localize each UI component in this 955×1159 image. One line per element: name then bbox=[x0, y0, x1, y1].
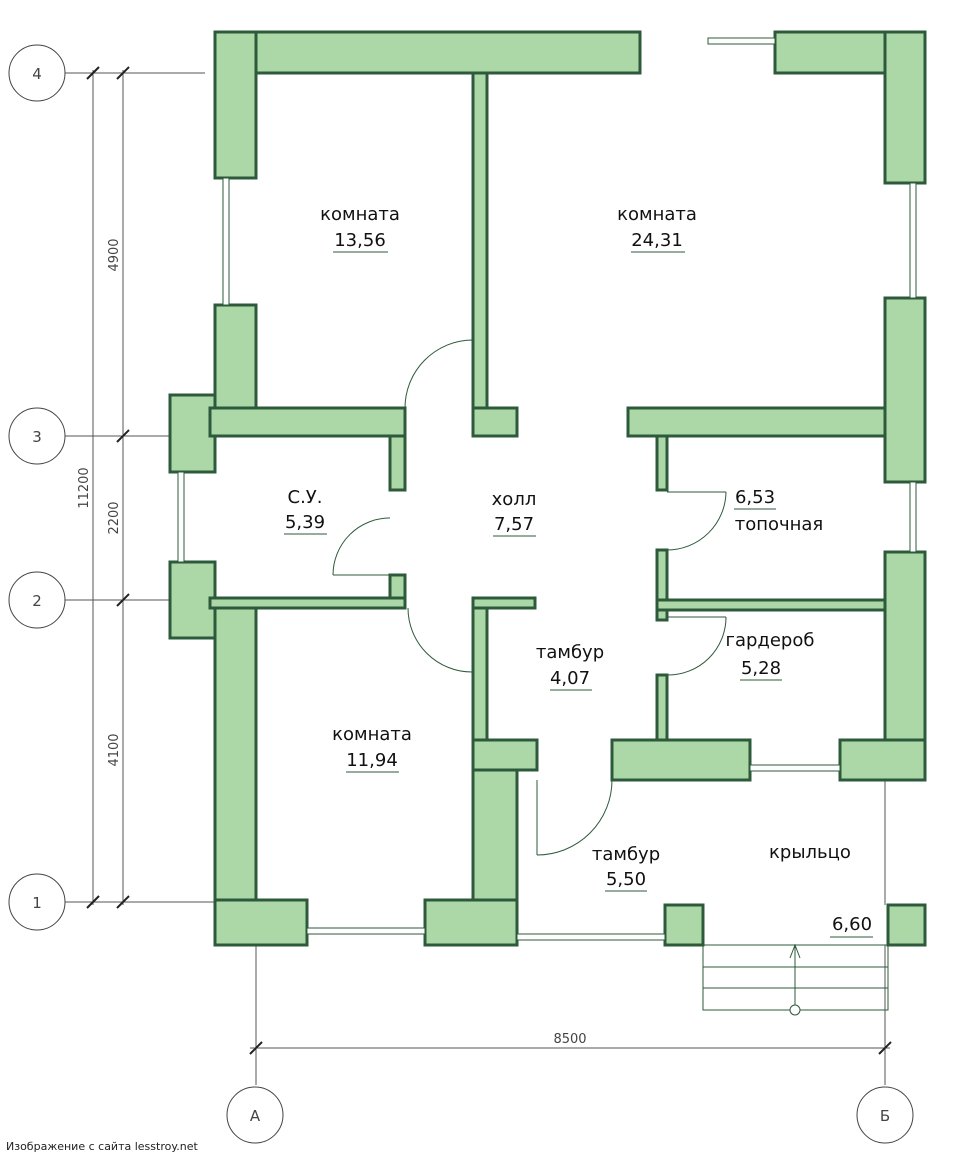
room-name: комната bbox=[617, 204, 697, 225]
room-name: топочная bbox=[735, 514, 824, 535]
dim-2200: 2200 bbox=[107, 501, 122, 534]
room-area: 5,50 bbox=[606, 869, 646, 890]
porch-stairs bbox=[702, 943, 889, 1016]
dimensions: 4900 2200 4100 11200 8500 bbox=[77, 238, 587, 1047]
axis-lines bbox=[65, 70, 890, 1085]
walls bbox=[168, 30, 927, 947]
room-name: С.У. bbox=[288, 487, 323, 508]
dim-11200: 11200 bbox=[77, 467, 92, 508]
room-name: комната bbox=[332, 724, 412, 745]
room-area: 6,53 bbox=[735, 487, 775, 508]
axis-markers: 4 3 2 1 А Б bbox=[8, 44, 914, 1144]
room-labels: комната 13,56 комната 24,31 С.У. 5,39 хо… bbox=[284, 204, 873, 938]
watermark: Изображение с сайта lesstroy.net bbox=[6, 1140, 198, 1153]
room-name: тамбур bbox=[592, 844, 660, 865]
room-area: 11,94 bbox=[346, 750, 398, 771]
dim-4100: 4100 bbox=[107, 733, 122, 766]
room-area: 13,56 bbox=[334, 230, 386, 251]
room-name: крыльцо bbox=[769, 842, 851, 863]
dim-8500: 8500 bbox=[553, 1032, 586, 1047]
room-area: 5,39 bbox=[285, 512, 325, 533]
room-name: гардероб bbox=[726, 630, 815, 651]
doors bbox=[332, 339, 727, 856]
axis-2: 2 bbox=[32, 592, 42, 610]
dim-4900: 4900 bbox=[107, 238, 122, 271]
room-area: 5,28 bbox=[741, 658, 781, 679]
axis-b: Б bbox=[880, 1107, 890, 1125]
axis-a: А bbox=[250, 1107, 261, 1125]
axis-1: 1 bbox=[32, 894, 42, 912]
windows bbox=[177, 37, 917, 941]
room-area: 24,31 bbox=[631, 230, 683, 251]
dimension-ticks bbox=[86, 66, 892, 1055]
axis-4: 4 bbox=[32, 65, 42, 83]
room-name: тамбур bbox=[536, 642, 604, 663]
room-name: комната bbox=[320, 204, 400, 225]
room-name: холл bbox=[492, 489, 537, 510]
room-area: 4,07 bbox=[550, 668, 590, 689]
room-area: 6,60 bbox=[832, 914, 872, 935]
axis-3: 3 bbox=[32, 428, 42, 446]
room-area: 7,57 bbox=[494, 514, 534, 535]
